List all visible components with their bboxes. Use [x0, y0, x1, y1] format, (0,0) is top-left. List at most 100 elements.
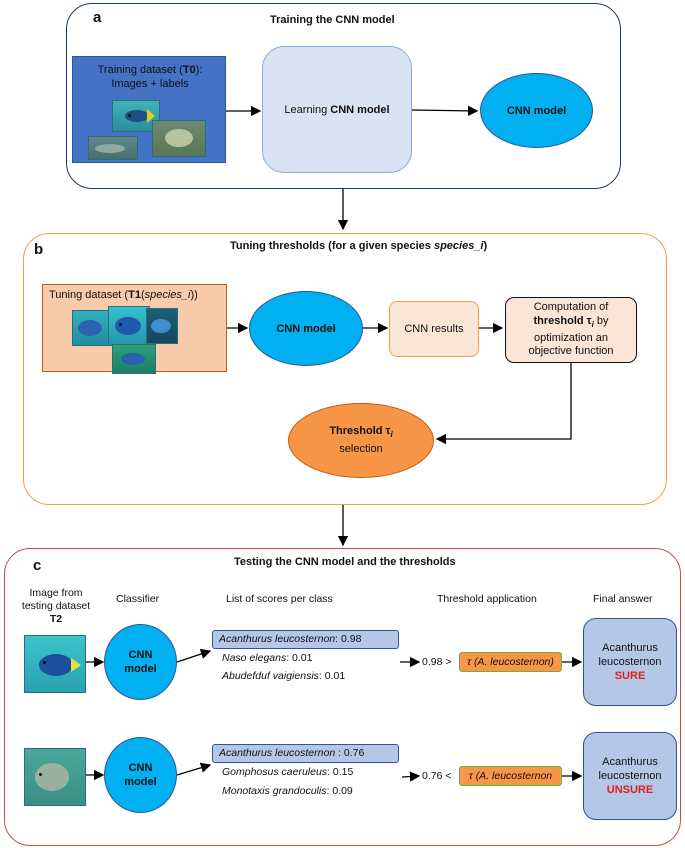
cnn-model-ellipse-a: CNN model [480, 73, 593, 148]
tuning-image-1 [72, 310, 112, 346]
row2-s2-species: Gomphosus caeruleus [222, 766, 328, 778]
row2-s3-value: : 0.09 [326, 785, 353, 797]
col-header-image: Image from testing dataset T2 [10, 587, 102, 626]
col-header-image-l3: T2 [49, 613, 63, 625]
col-header-answer: Final answer [593, 593, 653, 605]
computation-line-3: optimization an [534, 331, 608, 344]
cnn-model-label-b: CNN model [276, 322, 336, 335]
row1-model-l2: model [124, 663, 157, 675]
row1-compare: 0.98 > [422, 656, 452, 668]
row2-verdict: UNSURE [606, 784, 654, 796]
threshold-selection-ellipse: Threshold τi selection [288, 403, 434, 478]
col-header-image-l2: testing dataset [21, 600, 91, 612]
panel-c-letter: c [33, 557, 42, 574]
row1-s2-species: Naso elegans [222, 652, 287, 664]
training-image-3 [152, 120, 206, 157]
tuning-dataset-close: )) [190, 289, 198, 301]
training-dataset-id: T0 [182, 64, 196, 76]
row1-top-value: : 0.98 [335, 633, 362, 645]
panel-c-title: Testing the CNN model and the thresholds [234, 556, 456, 568]
row1-verdict: SURE [614, 670, 646, 682]
panel-c [4, 548, 681, 846]
cnn-results-label: CNN results [404, 323, 464, 335]
arrow-model2-to-scores [176, 762, 212, 776]
threshold-selection-label: selection [339, 443, 383, 456]
row2-top-value: : 0.76 [338, 747, 365, 759]
cnn-model-ellipse-b: CNN model [249, 291, 363, 366]
tuning-image-2 [108, 306, 150, 346]
tuning-dataset-label: Tuning dataset (T1(species_i)) [49, 289, 198, 301]
tuning-dataset-open: ( [140, 289, 145, 301]
row1-model-l1: CNN [128, 649, 153, 661]
row1-top-species: Acanthurus leucosternon [219, 633, 336, 645]
row1-answer-box: Acanthurus leucosternon SURE [583, 618, 677, 706]
tuning-dataset-pre: Tuning dataset ( [49, 289, 129, 301]
row1-top-score: Acanthurus leucosternon: 0.98 [219, 633, 361, 645]
training-image-2 [88, 136, 138, 160]
row2-s3-species: Monotaxis grandoculis [222, 785, 327, 797]
row1-score-2: Naso elegans: 0.01 [222, 652, 313, 664]
row2-tau-box: τ (A. leucosternon [459, 766, 562, 786]
tuning-image-4 [112, 344, 156, 374]
row2-compare: 0.76 < [422, 770, 452, 782]
computation-line-2-post: by [593, 314, 609, 327]
row2-top-score: Acanthurus leucosternon : 0.76 [219, 747, 364, 759]
training-dataset-label-line2: Images + labels [111, 78, 189, 90]
threshold-label-sub: i [390, 430, 393, 440]
row1-answer-l2: leucosternon [598, 656, 662, 668]
computation-box: Computation of threshold τi by optimizat… [505, 297, 637, 363]
col-header-image-l1: Image from [29, 587, 83, 599]
training-dataset-label-post: ): [195, 64, 203, 76]
row2-model-l1: CNN [128, 762, 153, 774]
panel-a [66, 3, 621, 189]
arrow-scores2-to-threshold [401, 771, 421, 782]
row2-answer-l2: leucosternon [598, 770, 662, 782]
computation-threshold: threshold τ [533, 314, 592, 327]
cnn-model-label-a: CNN model [506, 104, 567, 117]
learning-label-pre: Learning [284, 103, 331, 116]
threshold-label: Threshold τ [329, 424, 391, 437]
training-image-1 [112, 100, 160, 132]
row2-answer-box: Acanthurus leucosternon UNSURE [583, 732, 677, 820]
panel-a-title: Training the CNN model [270, 14, 395, 26]
cnn-model-circle-row1: CNN model [104, 624, 177, 700]
row2-model-l2: model [124, 776, 157, 788]
test-image-1 [24, 635, 86, 693]
learning-label-bold: CNN model [330, 103, 390, 116]
row1-tau-label: τ (A. leucosternon) [467, 656, 554, 668]
row1-s2-value: : 0.01 [286, 652, 313, 664]
panel-b [23, 233, 667, 505]
panel-a-letter: a [93, 9, 102, 26]
panel-b-letter: b [34, 241, 44, 258]
row1-s3-value: : 0.01 [318, 670, 346, 682]
row1-s3-species: Abudefduf vaigiensis [222, 670, 319, 682]
arrow-model1-to-scores [176, 648, 212, 663]
computation-line-1: Computation of [533, 301, 609, 314]
computation-line-4: objective function [528, 345, 614, 358]
training-dataset-label-pre: Training dataset ( [97, 64, 183, 76]
col-header-classifier: Classifier [116, 593, 160, 605]
panel-b-title-pre: Tuning thresholds (for a given species [230, 240, 434, 252]
computation-threshold-sub: i [591, 320, 594, 330]
cnn-model-circle-row2: CNN model [104, 737, 177, 813]
col-header-threshold: Threshold application [437, 593, 537, 605]
row1-top-score-box [212, 630, 399, 649]
arrow-learning-to-model [411, 105, 479, 117]
panel-b-title-post: ) [483, 240, 488, 252]
row1-tau-box: τ (A. leucosternon) [459, 652, 562, 672]
panel-b-title-species: species_i [433, 240, 484, 252]
tuning-dataset-id: T1 [128, 289, 141, 301]
panel-b-title: Tuning thresholds (for a given species s… [230, 240, 487, 252]
col-header-scores: List of scores per class [226, 593, 333, 605]
row2-answer-l1: Acanthurus [602, 756, 658, 768]
row2-tau-label: τ (A. leucosternon [468, 770, 553, 782]
row2-score-3: Monotaxis grandoculis: 0.09 [222, 785, 353, 797]
row1-answer-l1: Acanthurus [602, 642, 658, 654]
row2-score-2: Gomphosus caeruleus: 0.15 [222, 766, 353, 778]
cnn-results-box: CNN results [389, 301, 479, 357]
row2-s2-value: : 0.15 [327, 766, 354, 778]
test-image-2 [24, 748, 86, 806]
tuning-dataset-species: species_i [144, 289, 191, 301]
row2-top-species: Acanthurus leucosternon [219, 747, 339, 759]
